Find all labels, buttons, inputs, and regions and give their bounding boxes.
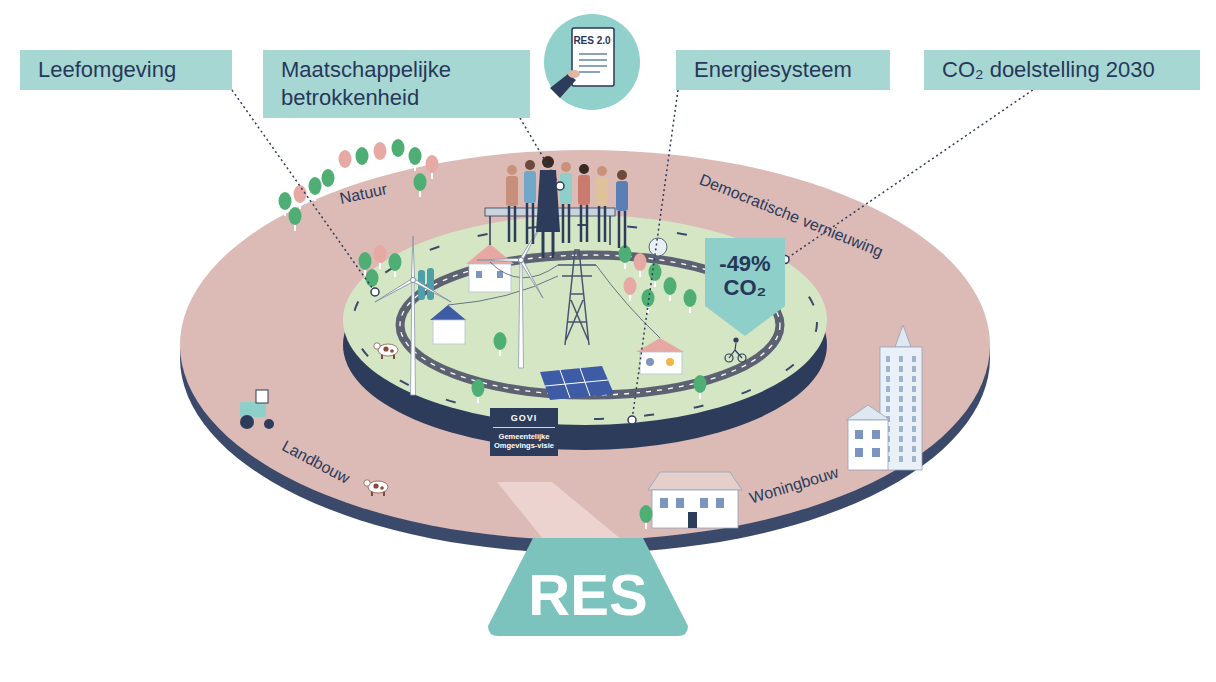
hand [568, 70, 580, 78]
region-label: Landbouw [279, 437, 353, 488]
callout-box: Maatschappelijke betrokkenheid [263, 50, 530, 118]
callout-box: Energiesysteem [676, 50, 890, 90]
wind-turbine [374, 236, 452, 395]
region-label: Natuur [338, 180, 389, 208]
houses [430, 244, 684, 374]
node-body: Gemeentelijke Omgevings-visie [493, 432, 555, 450]
node-label: Energiesysteem [694, 56, 872, 84]
cyclist [725, 338, 746, 362]
target-shield: -49% CO₂ [705, 238, 785, 336]
node-label: -49% CO₂ [705, 238, 785, 300]
people-table [485, 156, 628, 258]
leader-dots [371, 182, 636, 424]
solar-field [540, 366, 614, 400]
node-label: RES 2.0 [573, 35, 611, 47]
document-badge-shape [544, 14, 640, 110]
wind-turbine [476, 202, 577, 368]
node-label: GOVI [493, 413, 555, 428]
beam-fill [488, 538, 688, 636]
node-label: Maatschappelijke betrokkenheid [281, 56, 512, 112]
res-beam: RES [488, 538, 688, 636]
govi-sign: GOVI Gemeentelijke Omgevings-visie [490, 408, 558, 456]
region-label: Woningbouw [747, 463, 840, 507]
outer-disk [180, 150, 990, 553]
callout-box: Leefomgeving [20, 50, 232, 90]
shield-fill [705, 238, 785, 336]
housing-row [640, 472, 743, 529]
village-trees [359, 245, 707, 403]
cow [364, 480, 388, 496]
leader-lines [232, 90, 678, 420]
node-label: RES [488, 538, 688, 624]
govi-beam [497, 482, 628, 545]
car [649, 238, 667, 256]
nature-trees [279, 139, 439, 231]
callout-box: CO₂ doelstelling 2030 [924, 50, 1200, 90]
node-label: Leefomgeving [38, 56, 214, 84]
document [572, 28, 614, 86]
pylon [448, 250, 660, 345]
document-badge: RES 2.0 [544, 14, 640, 110]
tractor [240, 390, 274, 429]
document-lines [579, 54, 607, 72]
node-label: CO₂ doelstelling 2030 [942, 56, 1182, 84]
cow [374, 343, 398, 359]
city-buildings [846, 325, 922, 470]
inner-disk [343, 215, 827, 450]
